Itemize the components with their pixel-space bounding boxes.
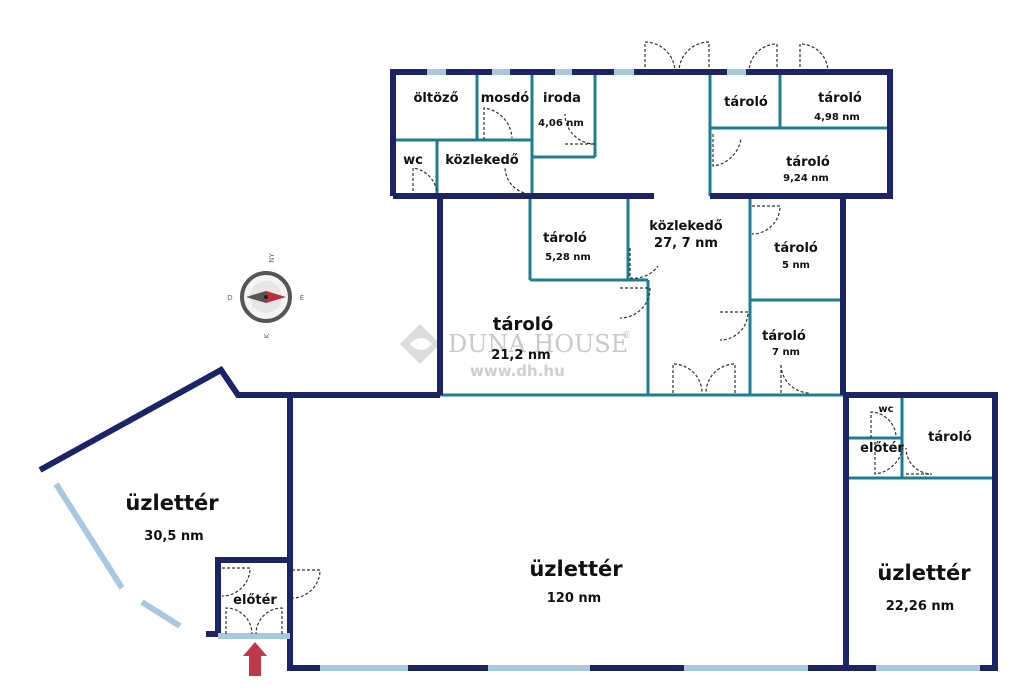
entrance-arrow-icon	[243, 642, 267, 676]
room-label-tarolo-r5: tároló	[774, 241, 818, 256]
room-area-tarolo-mid: 5,28 nm	[545, 252, 591, 263]
room-label-tarolo-tr1: tároló	[724, 95, 768, 110]
room-area-tarolo-r7: 7 nm	[772, 347, 800, 358]
room-label-tarolo-r7: tároló	[762, 329, 806, 344]
outer-walls	[38, 69, 998, 671]
compass-icon: NY K D É	[227, 253, 304, 339]
room-label-wc-right: wc	[878, 404, 893, 415]
compass-west: D	[227, 294, 232, 302]
watermark-brand: DUNA HOUSE	[448, 330, 628, 358]
room-label-kozlekedo-mid: közlekedő	[649, 219, 722, 234]
compass-north: NY	[268, 253, 276, 263]
room-area-tarolo-tr3: 9,24 nm	[783, 173, 829, 184]
watermark: DUNA HOUSE ® www.dh.hu	[400, 324, 631, 380]
room-area-uzletter-main: 120 nm	[547, 591, 601, 606]
room-label-tarolo-right: tároló	[928, 430, 972, 445]
watermark-url: www.dh.hu	[470, 362, 565, 380]
room-label-kozlekedo-top: közlekedő	[445, 153, 518, 168]
room-label-tarolo-big: tároló	[493, 314, 554, 335]
room-label-iroda: iroda	[543, 91, 581, 106]
room-label-tarolo-mid: tároló	[543, 231, 587, 246]
room-label-eloter-right: előtér	[860, 441, 904, 456]
room-label-tarolo-tr3: tároló	[786, 155, 830, 170]
room-area-tarolo-r5: 5 nm	[782, 260, 810, 271]
room-area-tarolo-tr2: 4,98 nm	[814, 112, 860, 123]
compass-east: É	[300, 293, 304, 302]
room-area-uzletter-right: 22,26 nm	[886, 599, 954, 614]
doors	[221, 41, 933, 635]
room-label-tarolo-tr2: tároló	[818, 91, 862, 106]
room-label-uzletter-main: üzlettér	[529, 557, 623, 581]
compass-south: K	[263, 333, 271, 338]
room-area-kozlekedo-mid: 27, 7 nm	[654, 236, 718, 251]
room-area-uzletter-left: 30,5 nm	[144, 529, 203, 544]
room-labels: öltöző mosdó iroda 4,06 nm wc közlekedő …	[125, 91, 972, 614]
windows	[53, 69, 980, 671]
room-label-uzletter-right: üzlettér	[877, 561, 971, 585]
room-label-wc-top: wc	[403, 153, 423, 168]
room-label-oltozo: öltöző	[413, 91, 458, 106]
room-label-eloter-left: előtér	[233, 593, 277, 608]
room-label-mosdo: mosdó	[481, 91, 530, 106]
inner-walls	[393, 72, 995, 480]
duna-house-logo-icon	[400, 324, 440, 364]
room-area-tarolo-big: 21,2 nm	[491, 348, 550, 363]
watermark-registered: ®	[622, 331, 631, 341]
room-label-uzletter-left: üzlettér	[125, 491, 219, 515]
room-area-iroda: 4,06 nm	[538, 118, 584, 129]
